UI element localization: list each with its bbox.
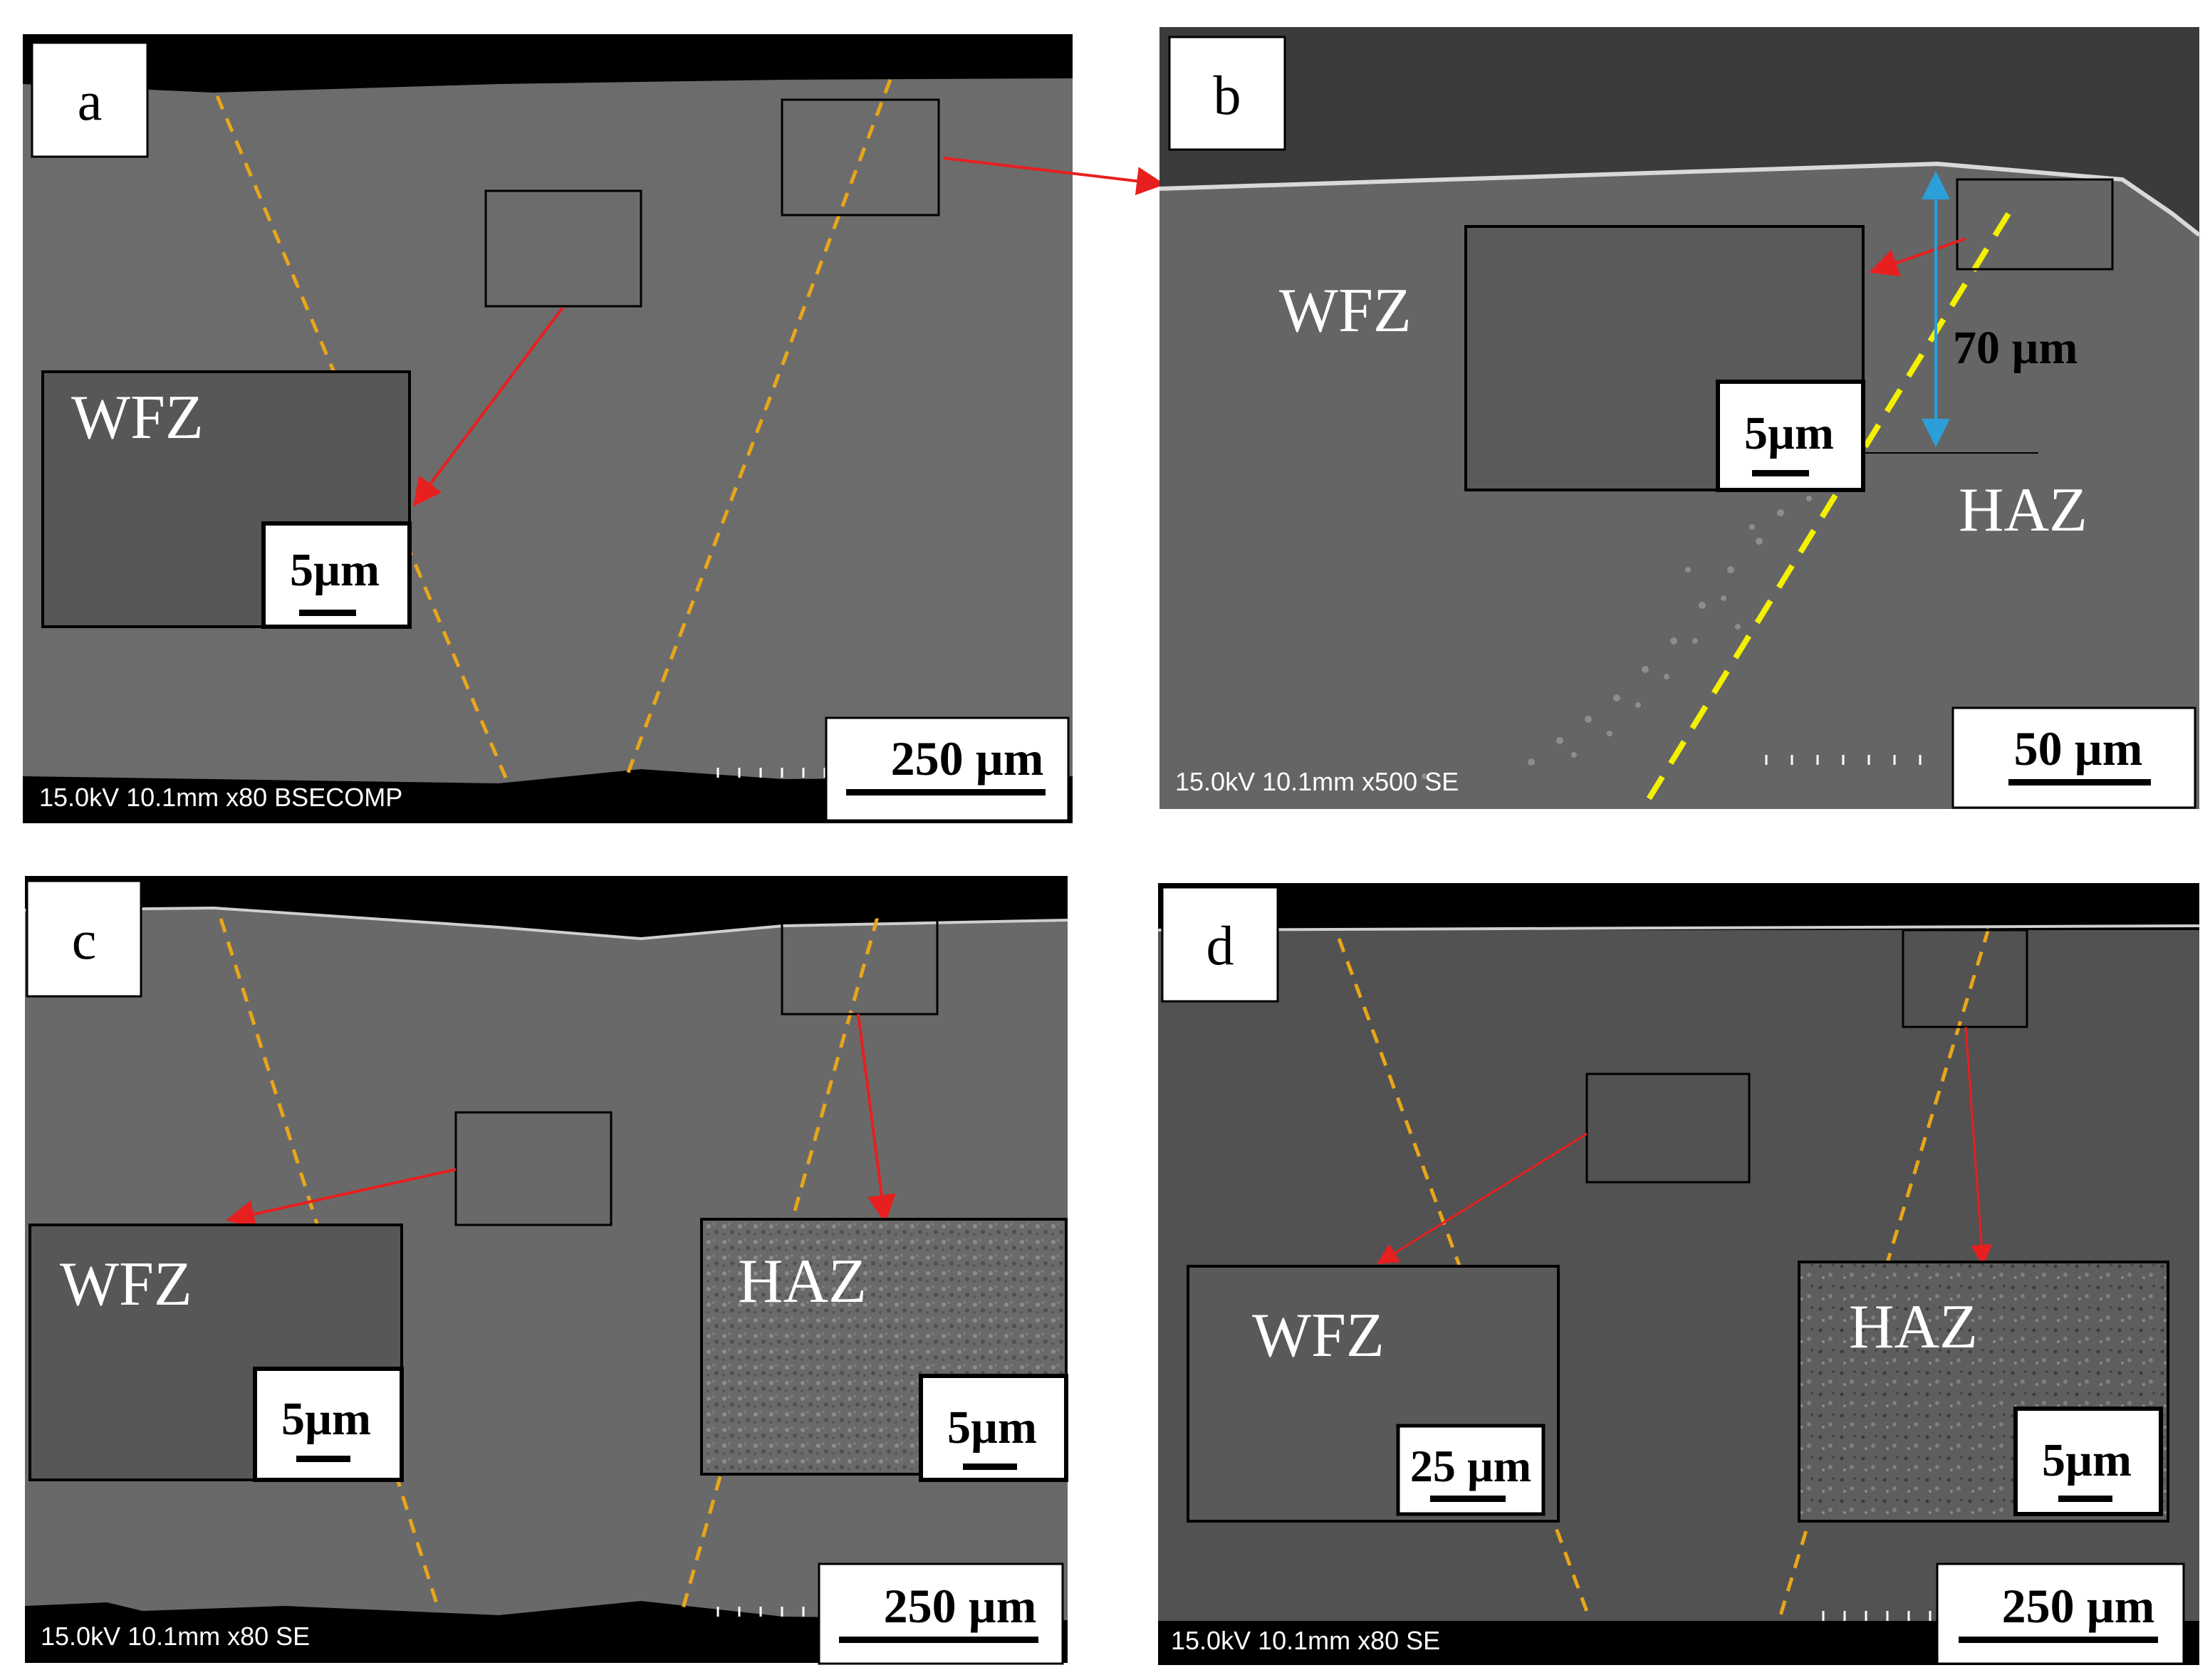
panel-d-inset-wfz-scale-text: 25 µm [1410, 1441, 1531, 1491]
panel-b-surface-edge [1159, 161, 2201, 237]
panel-c-arrow-haz [857, 1013, 896, 1224]
panel-d-inset-haz-scale-bar [2058, 1496, 2112, 1502]
panel-c-inset-wfz-label: WFZ [60, 1250, 192, 1319]
panel-b-precipitates [1422, 496, 1812, 779]
panel-d-ticks [1822, 1611, 1932, 1621]
panel-b-ticks [1765, 755, 1922, 765]
panel-a-inset-scale-text: 5µm [290, 544, 380, 596]
panel-c-selection-center [454, 1111, 613, 1226]
panel-a-inset-scale-bar [299, 610, 356, 616]
panel-c-inset-haz-label: HAZ [738, 1247, 867, 1316]
panel-a-scale-box [825, 716, 1070, 822]
panel-d-inset-haz-scale-box [2013, 1407, 2163, 1516]
panel-b-label-wfz: WFZ [1279, 276, 1412, 345]
panel-c-inset-haz-scale-bar [963, 1464, 1017, 1470]
panel-b-inset-scale-bar [1752, 470, 1809, 476]
panel-d-scale-bar [1959, 1637, 2158, 1643]
panel-b-dimension-text: 70 µm [1953, 322, 2078, 374]
panel-b-meta: 15.0kV 10.1mm x500 SE [1175, 767, 1459, 796]
panel-d-scale-text: 250 µm [2002, 1579, 2155, 1633]
panel-a-ticks [716, 768, 826, 778]
panel-d-meta: 15.0kV 10.1mm x80 SE [1171, 1626, 1440, 1655]
panel-c-ticks [716, 1607, 805, 1617]
panel-a: WFZ 5µm a 15.0kV 10.1mm x80 BSECOMP 250 … [23, 34, 1165, 823]
panel-b-selection [1956, 178, 2114, 271]
panel-d-arrow-wfz [1376, 1132, 1588, 1265]
panel-c-letter: c [72, 909, 97, 971]
panel-d-inset-haz-label: HAZ [1849, 1293, 1978, 1362]
panel-d-letter-box [1161, 886, 1279, 1003]
panel-c-arrow-wfz [226, 1168, 457, 1228]
panel-a-letter-box [31, 41, 149, 158]
panel-c: WFZ 5µm HAZ 5µm c 15.0kV 10.1mm x80 SE 2… [24, 876, 1068, 1665]
panel-a-meta: 15.0kV 10.1mm x80 BSECOMP [39, 783, 402, 812]
panel-b-letter-box [1168, 36, 1286, 151]
panel-a-selection-center [484, 189, 642, 308]
panel-a-scale-text: 250 µm [891, 731, 1044, 786]
panel-c-meta: 15.0kV 10.1mm x80 SE [41, 1622, 310, 1651]
panel-a-arrow-to-b [943, 157, 1165, 196]
panel-d-inset-wfz-label: WFZ [1252, 1301, 1385, 1370]
panel-a-selection-edge [781, 98, 940, 216]
panel-c-surface-edge [24, 906, 1068, 941]
panel-c-inset-wfz-scale-bar [296, 1456, 350, 1462]
panel-d-surface-edge [1157, 924, 2200, 932]
panel-a-letter: a [78, 70, 103, 132]
panel-b-label-haz: HAZ [1959, 476, 2087, 545]
panel-d-arrow-haz [1964, 1026, 1993, 1266]
panel-b-letter: b [1214, 64, 1241, 126]
panel-c-scale-box [818, 1562, 1064, 1665]
panel-c-inset-haz-scale-text: 5µm [947, 1402, 1037, 1454]
panel-a-inset-wfz-label: WFZ [71, 383, 204, 452]
panel-c-inset-wfz-scale-text: 5µm [281, 1393, 371, 1445]
panel-c-scale-text: 250 µm [884, 1579, 1037, 1633]
panel-b-scale-box [1951, 706, 2196, 809]
panel-a-arrow-inset [413, 306, 564, 507]
panel-d-selection-center [1585, 1073, 1751, 1184]
panel-d-scale-box [1936, 1562, 2185, 1665]
panel-b: 70 µm WFZ HAZ 5µm b 15.0kV 10.1mm x500 S… [1159, 27, 2201, 809]
panel-b-boundary [1642, 212, 2011, 807]
panel-d-inset-haz-scale-text: 5µm [2042, 1434, 2132, 1486]
panel-a-scale-bar [846, 789, 1046, 795]
panel-c-letter-box [26, 880, 142, 998]
panel-c-inset-haz-scale-box [919, 1374, 1068, 1482]
panel-d-inset-wfz-scale-bar [1430, 1496, 1506, 1502]
panel-b-arrow-inset [1869, 237, 1966, 277]
panel-d-letter: d [1206, 914, 1234, 976]
panel-b-inset-scale-text: 5µm [1744, 407, 1834, 459]
panel-b-scale-text: 50 µm [2014, 721, 2143, 776]
panel-a-inset-scale-box [261, 521, 412, 629]
panel-d-selection-edge [1902, 929, 2028, 1028]
panel-a-boundary-right [625, 79, 892, 777]
panel-d: WFZ 25 µm HAZ 5µm d 15.0kV 10.1mm x80 SE… [1157, 883, 2200, 1665]
panel-c-scale-bar [839, 1637, 1038, 1643]
panel-b-scale-bar [2008, 779, 2151, 786]
